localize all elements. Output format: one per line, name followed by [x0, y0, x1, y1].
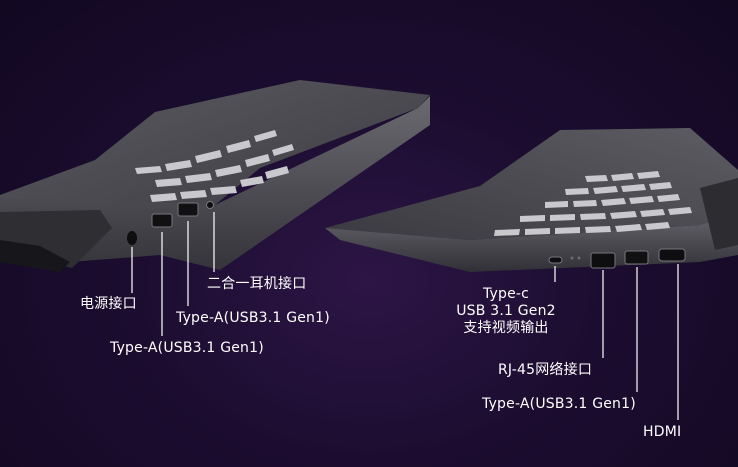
rj45-port [590, 252, 616, 269]
hdmi-label: HDMI [643, 424, 682, 440]
audio-jack-label: 二合一耳机接口 [207, 276, 307, 292]
status-led-2 [577, 256, 581, 260]
right-leader-lines [554, 264, 679, 420]
left-keyboard [135, 130, 294, 202]
usb-a-port-left-1 [151, 213, 173, 228]
left-laptop [0, 80, 430, 336]
power-port [127, 231, 137, 245]
usb-a-port-left-2 [177, 202, 199, 217]
right-keyboard [494, 171, 692, 236]
right-laptop [325, 128, 738, 420]
power-port-label: 电源接口 [80, 296, 137, 312]
left-laptop-deck [0, 80, 430, 215]
usb-a-left-2-label: Type-A(USB3.1 Gen1) [110, 340, 264, 356]
type-c-label-line-2: USB 3.1 Gen2 [456, 303, 556, 319]
left-leader-lines [131, 212, 215, 336]
type-c-label-line-3: 支持视频输出 [463, 320, 549, 336]
usb-a-left-1-label: Type-A(USB3.1 Gen1) [176, 310, 330, 326]
right-laptop-hinge [700, 178, 738, 250]
left-laptop-vent [0, 240, 70, 272]
type-c-label-line-1: Type-c [482, 286, 530, 302]
rj45-label: RJ-45网络接口 [498, 362, 593, 378]
usb-a-right-label: Type-A(USB3.1 Gen1) [482, 396, 636, 412]
usb-a-port-right [624, 250, 649, 265]
type-c-port [548, 256, 563, 264]
hdmi-port [658, 248, 686, 262]
status-led-1 [570, 256, 574, 260]
audio-jack [206, 201, 214, 209]
type-c-label: Type-c USB 3.1 Gen2 支持视频输出 [450, 286, 562, 337]
